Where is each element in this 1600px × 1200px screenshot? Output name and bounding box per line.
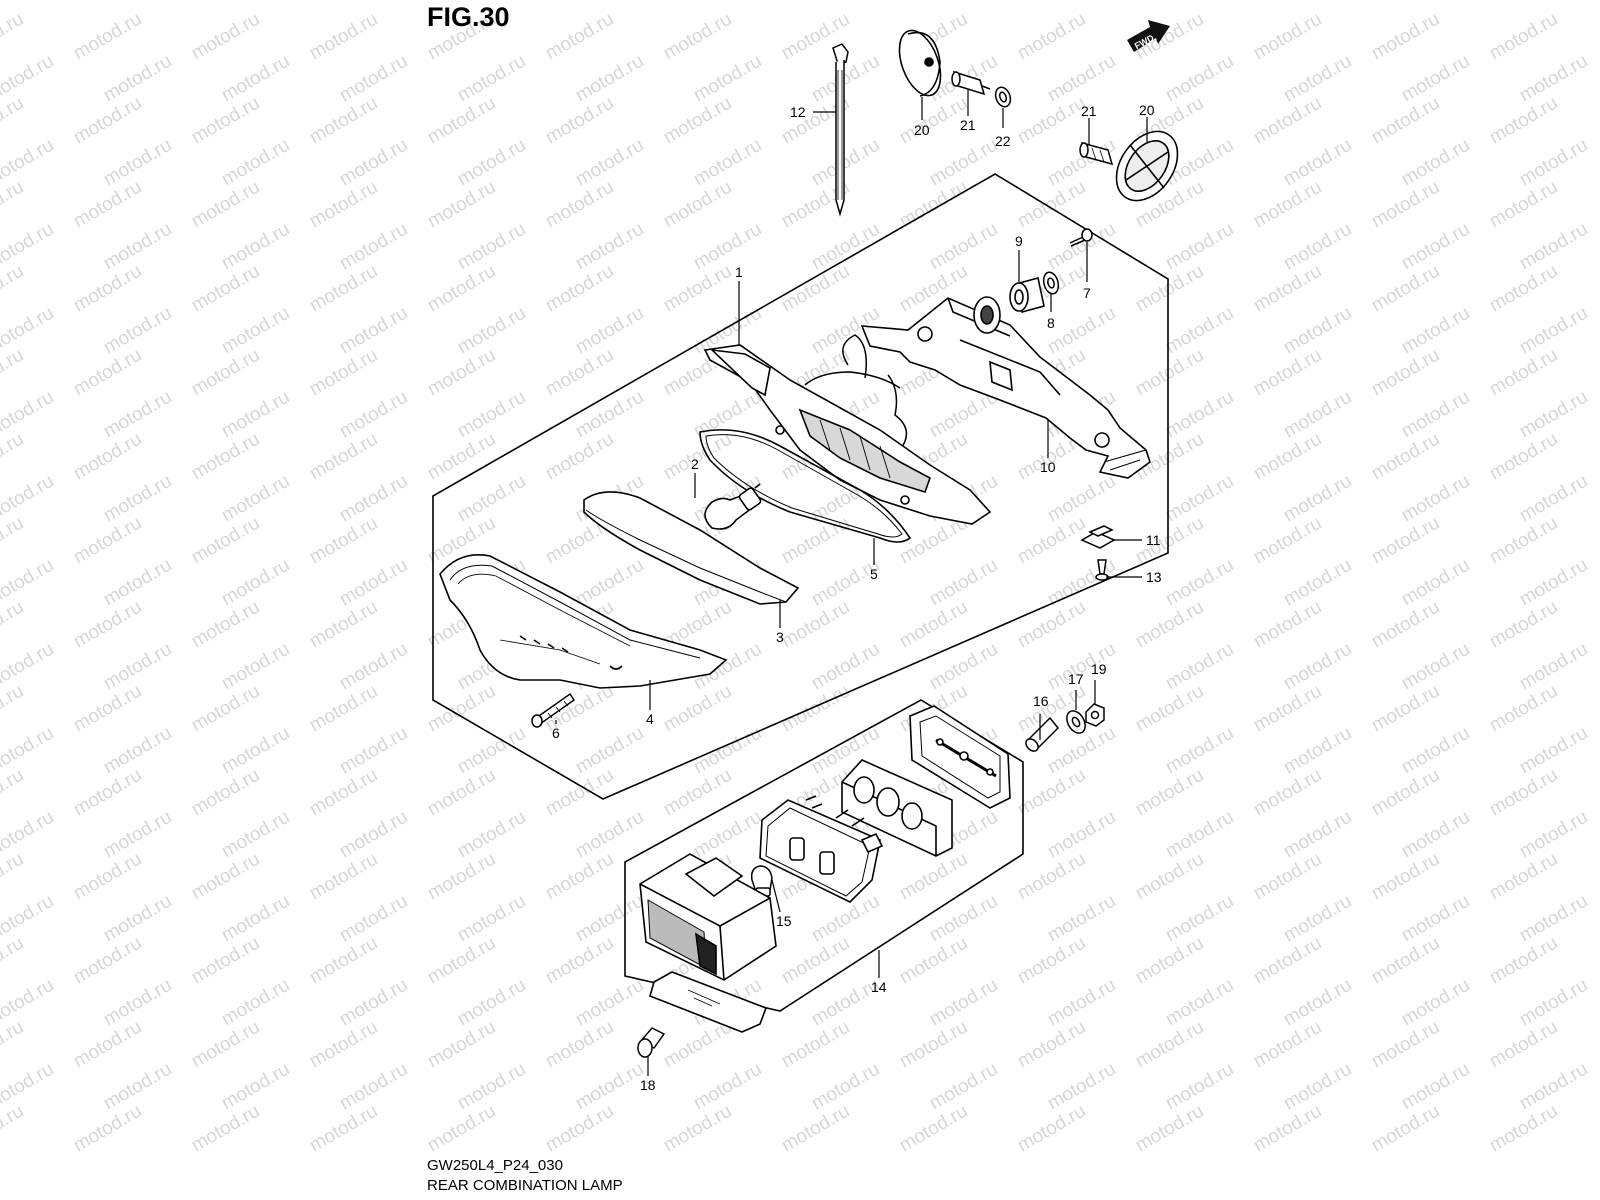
- watermark-text: motod.ru: [542, 9, 617, 65]
- cable-tie-part: [832, 43, 849, 217]
- callout-21-right: 21: [1081, 103, 1097, 119]
- watermark-text: motod.ru: [1486, 9, 1561, 65]
- license-lamp-lens: [649, 971, 768, 1033]
- callout-21-top: 21: [960, 117, 976, 133]
- watermark-text: motod.ru: [0, 93, 27, 149]
- watermark-text: motod.ru: [188, 9, 263, 65]
- callout-3: 3: [776, 629, 784, 645]
- grommet-part-top: [898, 29, 942, 97]
- assembly-frame-1: [432, 173, 1169, 800]
- bolt-part-top: [951, 70, 991, 96]
- license-lamp-housing: [639, 853, 777, 981]
- callout-4: 4: [646, 711, 654, 727]
- callout-18: 18: [640, 1077, 656, 1093]
- watermark-text: motod.ru: [0, 177, 27, 233]
- nut-part-19: [1085, 703, 1105, 727]
- callout-19: 19: [1091, 661, 1107, 677]
- watermark-text: motod.ru: [0, 429, 27, 485]
- watermark-text: motod.ru: [0, 597, 27, 653]
- callout-20-top: 20: [914, 122, 930, 138]
- screw-part-6: [531, 692, 576, 728]
- watermark-layer: motod.ru motod.ru motod.ru motod.ru motod.ru…: [0, 9, 1591, 1157]
- callout-13: 13: [1146, 569, 1162, 585]
- screw-part-13: [1095, 559, 1109, 581]
- washer-part-17: [1066, 710, 1086, 734]
- grommet-part-9: [973, 277, 1045, 334]
- watermark-text: motod.ru: [0, 345, 27, 401]
- callout-17: 17: [1068, 671, 1084, 687]
- callout-12: 12: [790, 104, 806, 120]
- callout-10: 10: [1040, 459, 1056, 475]
- watermark-text: motod.ru: [660, 9, 735, 65]
- callout-2: 2: [691, 456, 699, 472]
- watermark-text: motod.ru: [424, 9, 499, 65]
- callout-16: 16: [1033, 693, 1049, 709]
- watermark-text: motod.ru: [0, 849, 27, 905]
- figure-title: FIG.30: [427, 2, 510, 32]
- reflector-part-3: [583, 491, 800, 605]
- watermark-text: motod.ru: [1014, 9, 1089, 65]
- diagram-code: GW250L4_P24_030: [427, 1157, 563, 1174]
- watermark-text: motod.ru: [0, 933, 27, 989]
- fastener-part-18: [637, 1027, 666, 1058]
- assembly-frame-14: [624, 699, 1024, 1012]
- bulb-part-2: [704, 483, 762, 530]
- watermark-text: motod.ru: [1250, 9, 1325, 65]
- watermark-text: motod.ru: [0, 513, 27, 569]
- leader-lines: [555, 90, 1148, 1076]
- grommet-part-right: [1115, 130, 1179, 202]
- gasket-part-5: [699, 429, 912, 543]
- watermark-text: motod.ru: [70, 9, 145, 65]
- bolt-part-right: [1079, 141, 1114, 166]
- watermark-text: motod.ru: [0, 1101, 27, 1157]
- callout-9: 9: [1015, 233, 1023, 249]
- bracket-part-10: [860, 297, 1151, 479]
- callout-14: 14: [871, 979, 887, 995]
- watermark-text: motod.ru: [306, 9, 381, 65]
- callout-8: 8: [1047, 315, 1055, 331]
- diagram-name: REAR COMBINATION LAMP: [427, 1177, 623, 1194]
- watermark-text: motod.ru: [0, 261, 27, 317]
- watermark-text: motod.ru: [0, 681, 27, 737]
- screw-part-7: [1069, 228, 1093, 247]
- callout-20-right: 20: [1139, 102, 1155, 118]
- callout-6: 6: [552, 725, 560, 741]
- callout-15: 15: [776, 913, 792, 929]
- washer-part-8: [1042, 271, 1060, 295]
- license-lamp-gasket: [909, 705, 1011, 809]
- callouts: 12 20 21 22 21 20 1 9 7 8 10 2 5 11 13 3…: [552, 102, 1162, 1093]
- lamp-housing-part: [703, 344, 992, 525]
- callout-7: 7: [1083, 285, 1091, 301]
- callout-1: 1: [735, 264, 743, 280]
- collar-part-16: [1025, 716, 1060, 752]
- watermark-text: motod.ru: [0, 765, 27, 821]
- lamp-base-part: [759, 795, 884, 903]
- lens-part-4: [439, 554, 728, 689]
- callout-22: 22: [995, 133, 1011, 149]
- watermark-text: motod.ru: [0, 9, 27, 65]
- callout-5: 5: [870, 566, 878, 582]
- washer-part-22: [994, 86, 1012, 108]
- callout-11: 11: [1146, 532, 1161, 548]
- socket-block-part: [841, 759, 953, 857]
- watermark-text: motod.ru: [0, 1017, 27, 1073]
- watermark-text: motod.ru: [1368, 9, 1443, 65]
